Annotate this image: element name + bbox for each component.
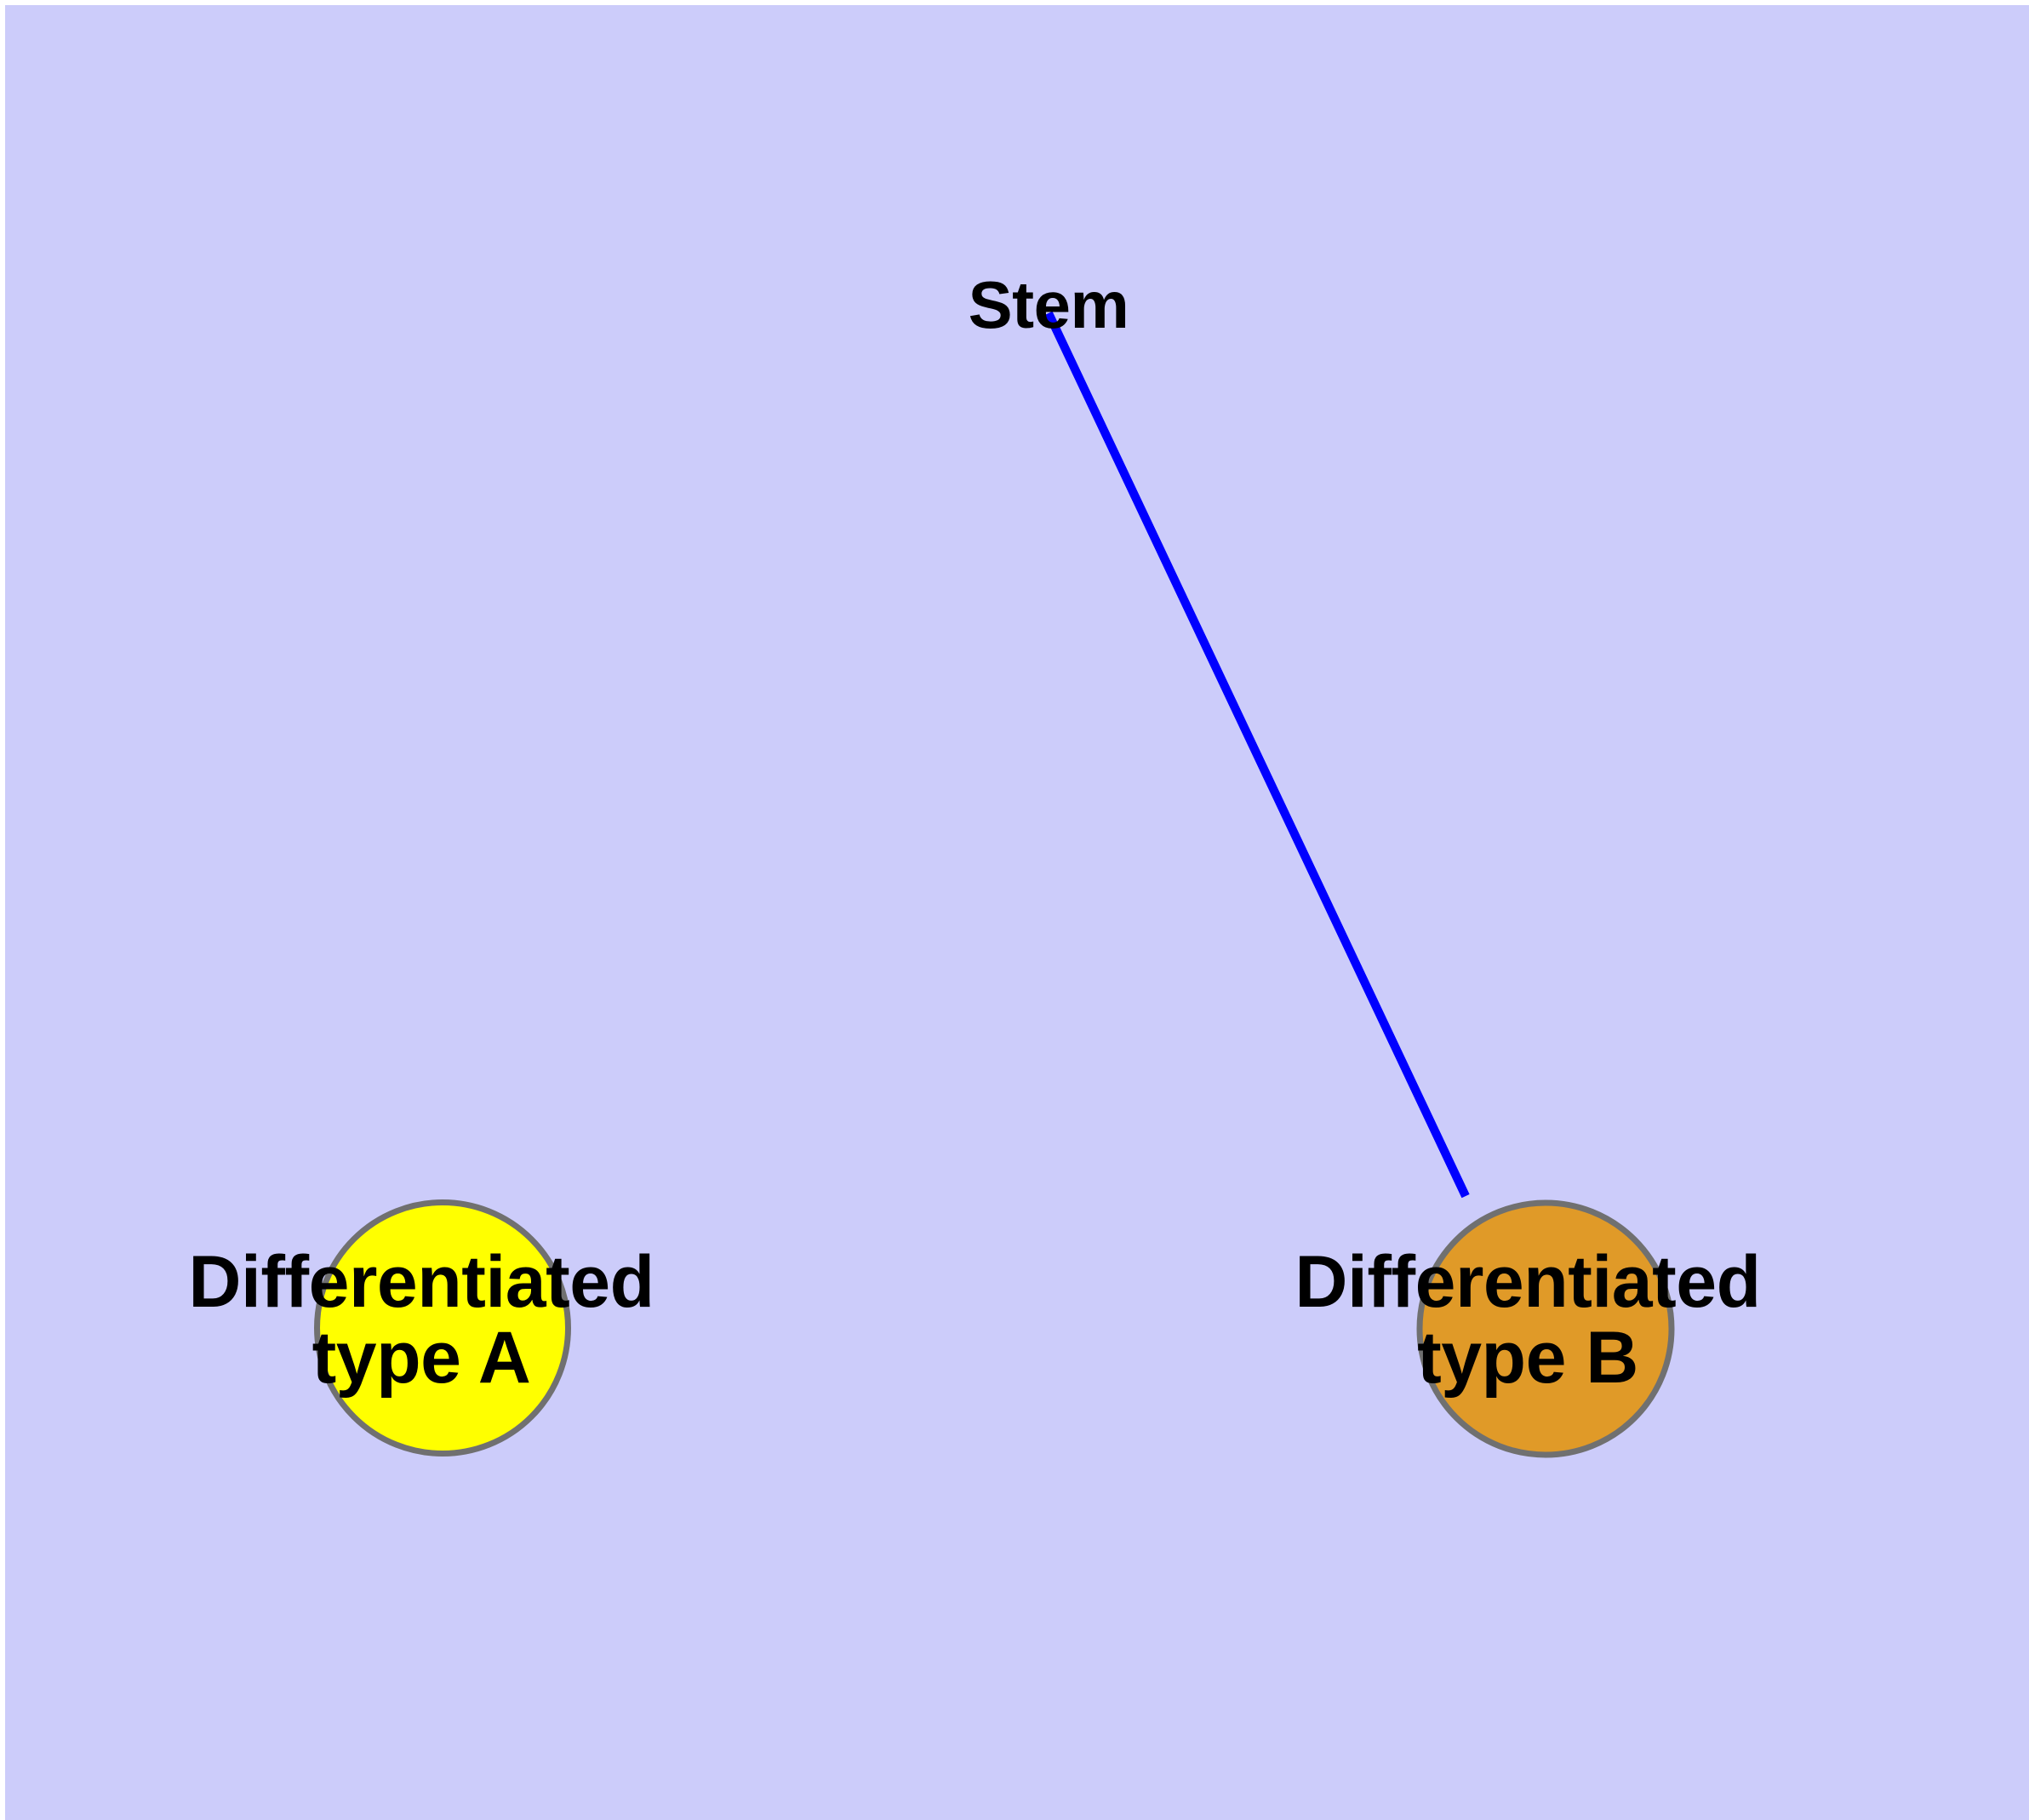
node-layer: [314, 1199, 1675, 1458]
edge-stem-to-differentiated-type-b[interactable]: [1044, 311, 1470, 1199]
node-differentiated-type-b[interactable]: [1416, 1199, 1675, 1458]
plot-background: [5, 5, 2029, 1820]
edge-layer: [1044, 311, 1470, 1199]
node-stem[interactable]: [314, 1199, 571, 1457]
